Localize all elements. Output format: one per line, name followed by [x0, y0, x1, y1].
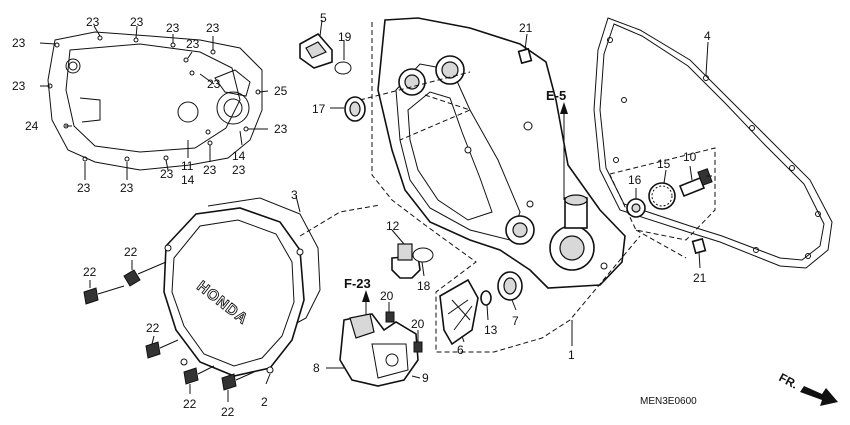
water-pump-cover-group	[326, 290, 423, 387]
dowel-pins	[517, 33, 707, 269]
callout-23: 23	[12, 79, 26, 93]
callout-18: 18	[417, 279, 431, 293]
callout-6: 6	[457, 343, 464, 357]
callout-13: 13	[484, 323, 498, 337]
callout-23: 23	[12, 36, 26, 50]
callout-15: 15	[657, 157, 671, 171]
callout-21: 21	[693, 271, 707, 285]
callout-23: 23	[160, 167, 174, 181]
right-crankcase-cover	[377, 17, 626, 289]
leader-lines	[571, 175, 712, 346]
ref-f23: F-23	[344, 276, 371, 291]
callout-2: 2	[261, 395, 268, 409]
cover-gasket	[593, 17, 833, 269]
gasket-layout-sketch	[39, 25, 269, 180]
front-arrow-icon	[800, 386, 838, 406]
callout-17: 17	[312, 102, 326, 116]
filler-cap-group	[299, 19, 366, 122]
callout-23: 23	[203, 163, 217, 177]
callout-11: 11	[181, 159, 194, 173]
callout-22: 22	[146, 321, 160, 335]
water-pump-internal-parts	[391, 229, 523, 346]
callout-5: 5	[320, 11, 327, 25]
callout-14: 14	[181, 173, 195, 187]
callout-24: 24	[25, 119, 39, 133]
callout-20: 20	[380, 289, 394, 303]
callout-12: 12	[386, 219, 400, 233]
callout-25: 25	[274, 84, 288, 98]
drawing-code: MEN3E0600	[640, 396, 697, 407]
callout-16: 16	[628, 173, 642, 187]
callout-14: 14	[232, 149, 246, 163]
assembly-boundary-lines	[299, 22, 716, 353]
callout-23: 23	[186, 37, 200, 51]
callout-10: 10	[683, 150, 697, 164]
callout-22: 22	[83, 265, 97, 279]
callout-3: 3	[291, 188, 298, 202]
callout-23: 23	[232, 163, 246, 177]
callout-7: 7	[512, 314, 519, 328]
callout-8: 8	[313, 361, 320, 375]
callout-23: 23	[86, 15, 100, 29]
callout-21: 21	[519, 21, 533, 35]
callout-1: 1	[568, 348, 575, 362]
callout-4: 4	[704, 29, 711, 43]
ref-e5-arrow	[560, 102, 568, 200]
bearing-and-bolt-group	[626, 165, 713, 218]
ref-e5: E-5	[546, 88, 566, 103]
callout-22: 22	[183, 397, 197, 411]
callout-23: 23	[274, 122, 288, 136]
callout-23: 23	[77, 181, 91, 195]
outer-cover: HONDA	[163, 195, 321, 385]
callout-22: 22	[124, 245, 138, 259]
front-direction-marker: FR.	[777, 370, 838, 406]
callout-9: 9	[422, 371, 429, 385]
callout-labels: 23 23 23 23 23 23 23 23 25 24 23 14 11 2…	[12, 11, 711, 419]
callout-23: 23	[130, 15, 144, 29]
callout-23: 23	[206, 21, 220, 35]
callout-20: 20	[411, 317, 425, 331]
callout-23: 23	[120, 181, 134, 195]
callout-23: 23	[207, 77, 221, 91]
bolts	[83, 260, 255, 402]
callout-23: 23	[166, 21, 180, 35]
direction-label: FR.	[777, 370, 801, 391]
callout-22: 22	[221, 405, 235, 419]
callout-19: 19	[338, 30, 352, 44]
